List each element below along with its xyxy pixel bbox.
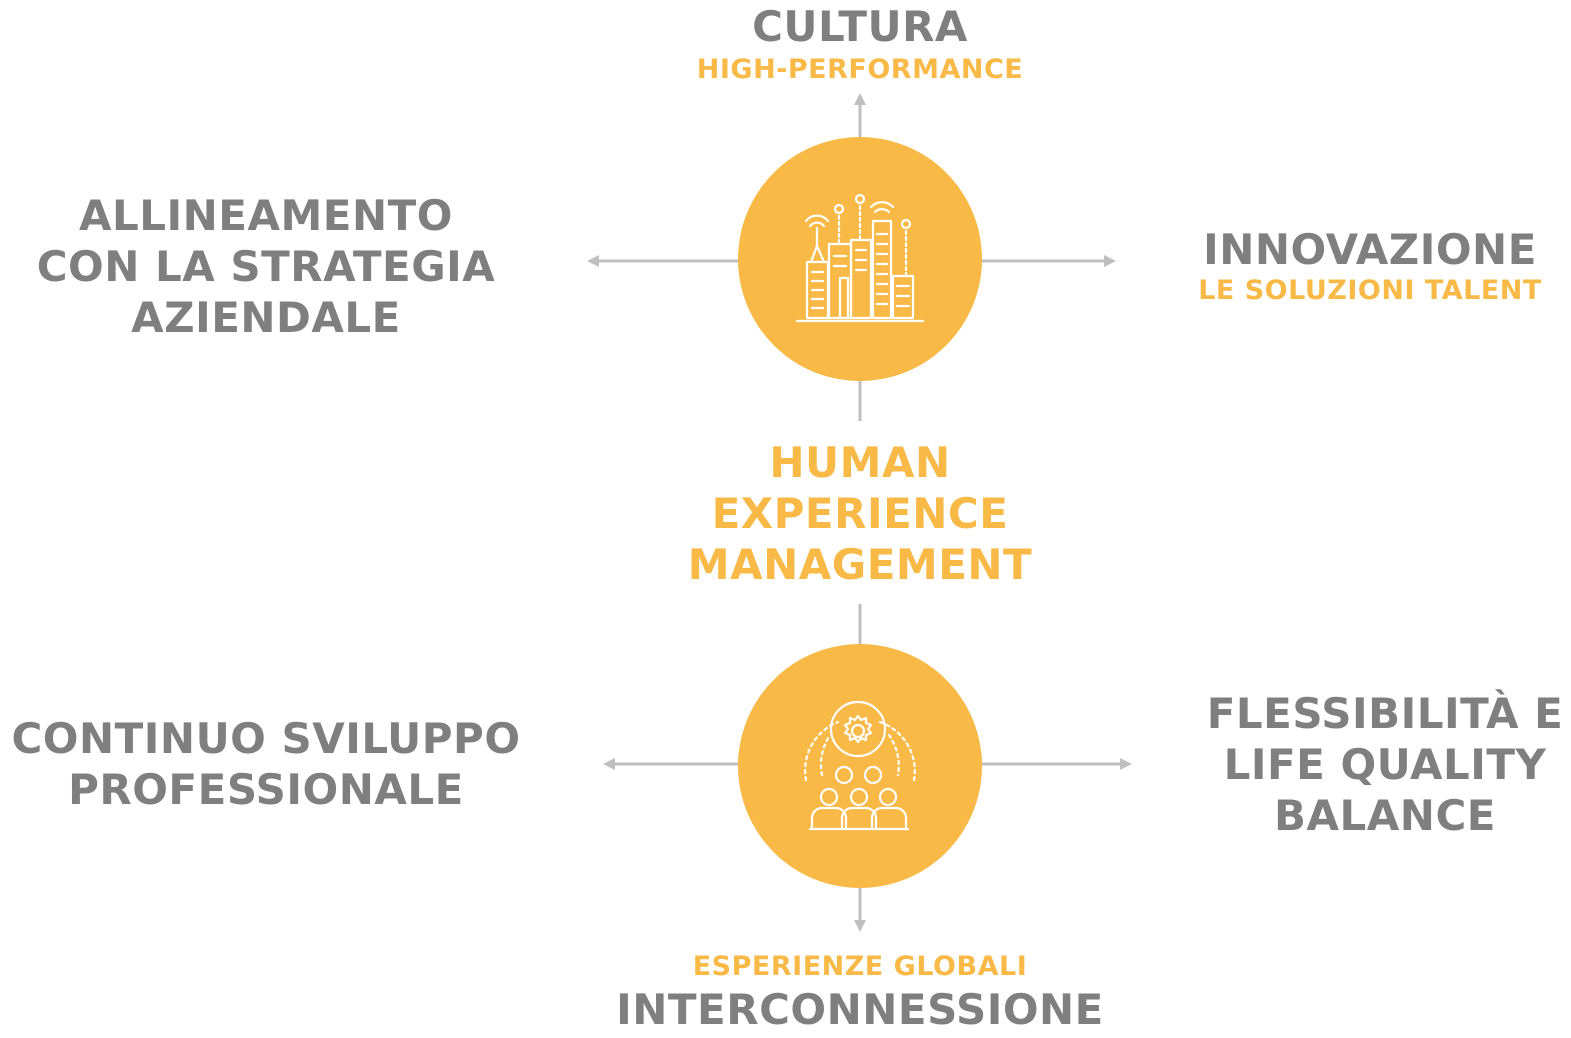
center-label: HUMAN EXPERIENCE MANAGEMENT [660,437,1060,590]
right-top-title: INNOVAZIONE [1203,225,1537,274]
bottom-title: INTERCONNESSIONE [616,985,1104,1034]
left-bottom-line: CONTINUO SVILUPPO [11,714,521,763]
smart-city-icon [795,193,925,323]
center-line: EXPERIENCE [711,489,1009,538]
left-top-line: ALLINEAMENTO [79,191,453,240]
center-line: HUMAN [769,438,951,487]
right-bottom-line: LIFE QUALITY [1223,740,1547,789]
bottom-label: ESPERIENZE GLOBALI INTERCONNESSIONE [560,952,1160,1038]
left-bottom-line: PROFESSIONALE [68,765,464,814]
bottom-circle [738,644,982,888]
top-subtitle: HIGH-PERFORMANCE [696,54,1024,85]
left-top-line: CON LA STRATEGIA [36,242,496,291]
right-top-subtitle: LE SOLUZIONI TALENT [1198,275,1542,306]
right-bottom-label: FLESSIBILITÀ E LIFE QUALITY BALANCE [1185,688,1571,841]
right-top-label: INNOVAZIONE LE SOLUZIONI TALENT [1170,225,1570,307]
top-label: CULTURA HIGH-PERFORMANCE [660,0,1060,86]
left-top-label: ALLINEAMENTO CON LA STRATEGIA AZIENDALE [16,190,516,343]
top-title: CULTURA [752,2,968,51]
right-bottom-line: BALANCE [1274,791,1496,840]
left-bottom-label: CONTINUO SVILUPPO PROFESSIONALE [0,713,532,815]
right-bottom-line: FLESSIBILITÀ E [1206,689,1564,738]
center-line: MANAGEMENT [687,540,1033,589]
left-top-line: AZIENDALE [131,293,401,342]
bottom-subtitle: ESPERIENZE GLOBALI [692,951,1028,982]
team-gear-icon [804,700,916,831]
